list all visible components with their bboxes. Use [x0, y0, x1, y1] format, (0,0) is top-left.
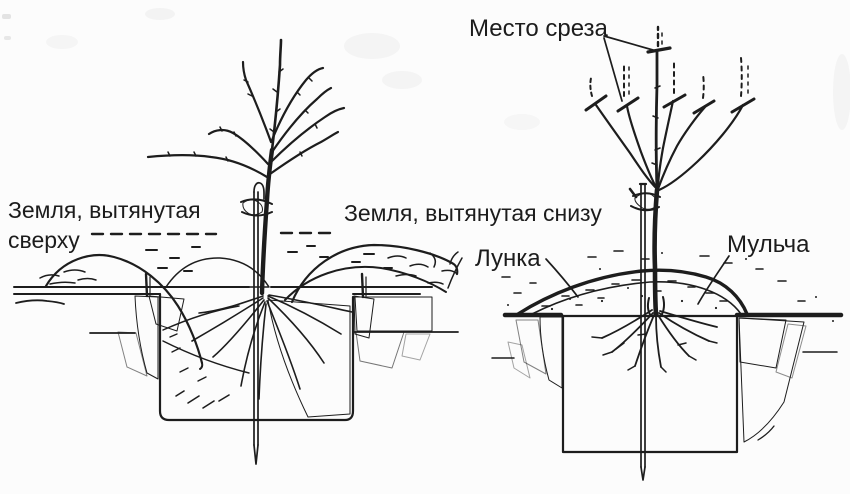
scan-artifacts — [2, 8, 850, 130]
left-original-soil-dashed-line — [90, 231, 335, 272]
right-ground — [491, 312, 844, 359]
left-top-soil-mound — [39, 254, 204, 370]
right-pit-outline — [561, 314, 739, 454]
left-diagram — [13, 38, 463, 465]
left-pit-outline — [158, 292, 355, 422]
label-mulcha: Мульча — [727, 231, 810, 258]
label-mesto-sreza: Место среза — [469, 15, 608, 42]
right-diagram — [491, 25, 844, 481]
left-pit-edge-peg — [144, 272, 149, 298]
right-stake — [638, 182, 648, 481]
left-stake — [253, 181, 265, 465]
cut-mark-central — [646, 46, 672, 54]
left-subsoil-mound — [284, 243, 463, 304]
label-zemlya-sverhu-line2: сверху — [8, 226, 80, 253]
left-roots — [162, 294, 353, 418]
cut-mark-right-3 — [730, 97, 756, 114]
leader-lines — [545, 35, 730, 305]
cut-mark-left-1 — [584, 94, 608, 112]
mesto-sreza-leader — [603, 35, 654, 102]
right-central-leader — [654, 50, 659, 192]
mulcha-leader — [697, 255, 730, 305]
left-tree-tie — [240, 198, 273, 217]
left-pit — [117, 292, 433, 422]
label-zemlya-sverhu: Земля, вытянутая сверху — [8, 196, 201, 256]
left-tree — [146, 38, 346, 296]
right-tree — [584, 25, 756, 317]
cut-mark-right-2 — [692, 99, 716, 115]
label-lunka: Лунка — [475, 245, 541, 272]
cut-mark-left-2 — [616, 96, 640, 113]
lunka-leader — [545, 258, 579, 298]
label-zemlya-snizu: Земля, вытянутая снизу — [344, 200, 602, 226]
left-tree-trunk — [259, 147, 275, 296]
cut-mark-right-1 — [662, 93, 687, 109]
label-zemlya-sverhu-line1: Земля, вытянутая — [8, 197, 201, 223]
right-pit-edge-peg — [360, 272, 365, 299]
left-ground-lines — [13, 286, 459, 334]
right-mulch-mound — [501, 250, 834, 322]
right-roots — [591, 296, 718, 373]
